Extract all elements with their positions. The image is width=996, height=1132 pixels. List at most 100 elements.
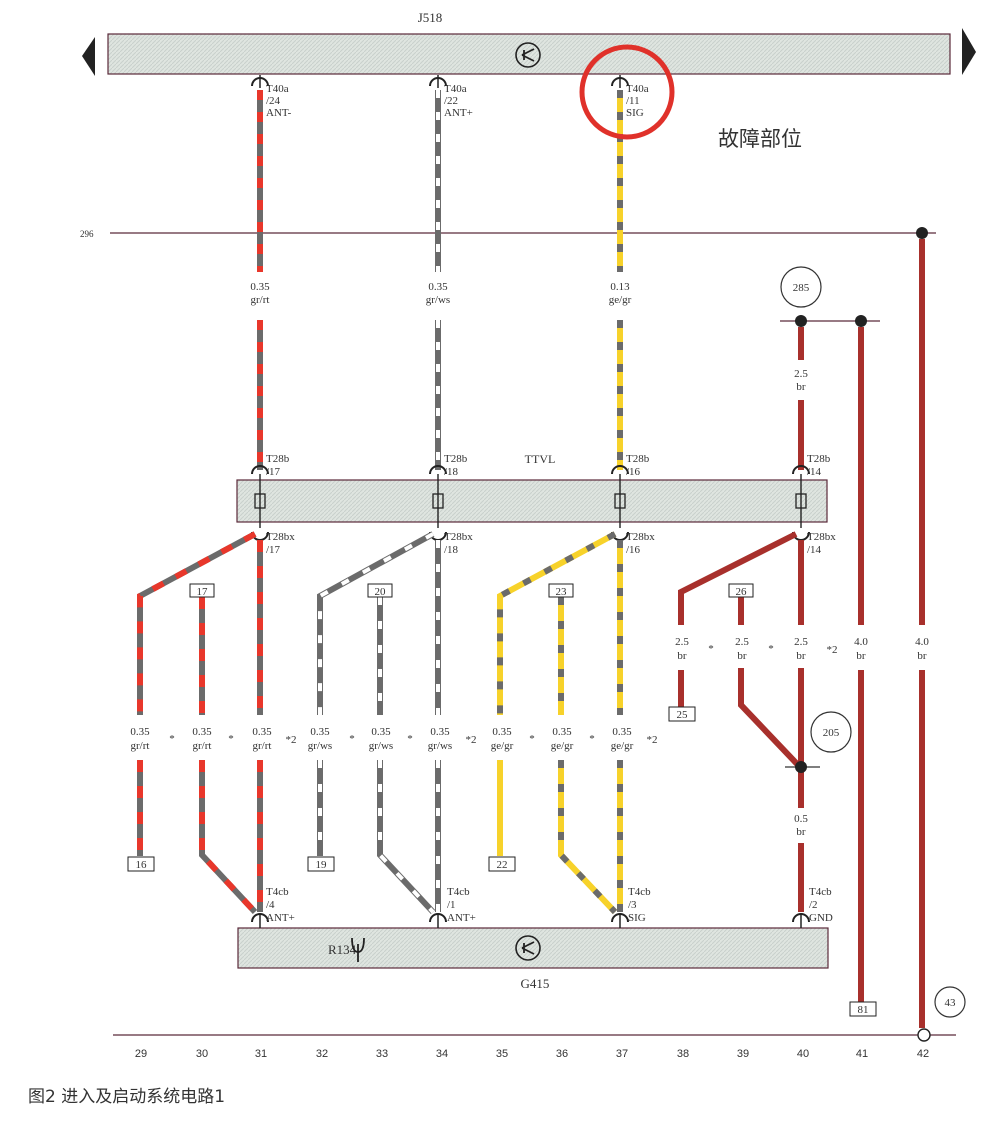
svg-text:*: * (169, 733, 175, 745)
svg-text:gr/ws: gr/ws (426, 294, 450, 306)
svg-text:ANT+: ANT+ (444, 107, 473, 119)
svg-text:0.35: 0.35 (252, 726, 272, 738)
svg-text:br: br (796, 650, 806, 662)
svg-text:br: br (796, 826, 806, 838)
svg-text:*2: *2 (466, 734, 477, 746)
svg-text:*: * (349, 733, 355, 745)
svg-text:34: 34 (436, 1048, 448, 1060)
svg-text:0.35: 0.35 (250, 281, 270, 293)
svg-text:0.35: 0.35 (552, 726, 572, 738)
svg-text:*: * (228, 733, 234, 745)
svg-text:/17: /17 (266, 544, 281, 556)
svg-text:0.35: 0.35 (310, 726, 330, 738)
svg-text:2.5: 2.5 (794, 636, 808, 648)
fault-highlight-circle (579, 44, 675, 140)
svg-text:37: 37 (616, 1048, 628, 1060)
svg-text:br: br (796, 381, 806, 393)
svg-text:T28bx: T28bx (626, 531, 655, 543)
svg-text:gr/rt: gr/rt (131, 740, 150, 752)
svg-text:*2: *2 (647, 734, 658, 746)
svg-text:29: 29 (135, 1048, 147, 1060)
svg-text:TTVL: TTVL (525, 452, 556, 466)
svg-text:*: * (708, 643, 714, 655)
svg-text:/3: /3 (628, 899, 637, 911)
svg-text:T40a: T40a (444, 83, 467, 95)
svg-text:gr/rt: gr/rt (253, 740, 272, 752)
wires-lower-gr-rt (137, 531, 263, 915)
svg-text:ge/gr: ge/gr (611, 740, 634, 752)
svg-text:T28bx: T28bx (807, 531, 836, 543)
svg-text:4.0: 4.0 (915, 636, 929, 648)
svg-text:0.35: 0.35 (192, 726, 212, 738)
column-numbers: 29 30 31 32 33 34 35 36 37 38 39 40 41 4… (135, 1048, 929, 1060)
svg-text:GND: GND (809, 912, 833, 924)
svg-text:T4cb: T4cb (447, 886, 470, 898)
figure-caption: 图2 进入及启动系统电路1 (28, 1087, 226, 1107)
circle-285 (780, 266, 822, 308)
module-j518: J518 (82, 10, 976, 76)
pin-t40a-11: T40a /11 SIG (611, 75, 649, 119)
svg-text:0.35: 0.35 (612, 726, 632, 738)
svg-text:*: * (407, 733, 413, 745)
svg-text:T40a: T40a (266, 83, 289, 95)
wires-lower-ge-gr (497, 531, 623, 915)
svg-text:30: 30 (196, 1048, 208, 1060)
svg-text:40: 40 (797, 1048, 809, 1060)
svg-text:T40a: T40a (626, 83, 649, 95)
svg-text:T28b: T28b (807, 453, 831, 465)
svg-text:0.35: 0.35 (130, 726, 150, 738)
svg-text:/17: /17 (266, 466, 281, 478)
svg-text:ANT+: ANT+ (447, 912, 476, 924)
svg-text:41: 41 (856, 1048, 868, 1060)
pin-t40a-22: T40a /22 ANT+ (429, 75, 473, 119)
svg-text:35: 35 (496, 1048, 508, 1060)
svg-text:ge/gr: ge/gr (609, 294, 632, 306)
svg-text:T28b: T28b (266, 453, 290, 465)
svg-text:39: 39 (737, 1048, 749, 1060)
circle-43 (934, 986, 966, 1018)
antenna-label: R134 (328, 942, 357, 957)
ground-symbol-icon (515, 935, 541, 961)
svg-text:br: br (677, 650, 687, 662)
svg-text:20: 20 (375, 586, 387, 598)
antenna-icon (351, 937, 365, 962)
svg-text:*: * (768, 643, 774, 655)
svg-text:17: 17 (197, 586, 209, 598)
fault-label: 故障部位 (718, 127, 802, 151)
svg-text:0.35: 0.35 (428, 281, 448, 293)
svg-text:br: br (917, 650, 927, 662)
wires-lower-br (678, 531, 820, 912)
module-g415-label: G415 (521, 976, 550, 991)
svg-text:/11: /11 (626, 95, 640, 107)
svg-text:T28bx: T28bx (266, 531, 295, 543)
svg-text:T28b: T28b (626, 453, 650, 465)
circle-205 (810, 711, 852, 753)
svg-text:/22: /22 (444, 95, 458, 107)
svg-text:/18: /18 (444, 544, 459, 556)
ground-symbol-icon (515, 42, 541, 68)
svg-text:16: 16 (136, 859, 148, 871)
svg-text:19: 19 (316, 859, 328, 871)
svg-text:br: br (737, 650, 747, 662)
svg-text:43: 43 (945, 997, 957, 1009)
svg-text:*: * (589, 733, 595, 745)
arrow-right-icon (962, 28, 976, 75)
svg-text:31: 31 (255, 1048, 267, 1060)
svg-text:/2: /2 (809, 899, 818, 911)
svg-text:gr/ws: gr/ws (369, 740, 393, 752)
ref-boxes: 17 20 23 26 16 19 22 25 81 (127, 583, 877, 1017)
svg-text:*: * (529, 733, 535, 745)
svg-text:/16: /16 (626, 466, 641, 478)
svg-text:23: 23 (556, 586, 568, 598)
svg-text:42: 42 (917, 1048, 929, 1060)
arrow-left-icon (82, 37, 95, 76)
pin-t40a-24: T40a /24 ANT- (251, 75, 292, 119)
svg-text:285: 285 (793, 282, 810, 294)
module-ttvl: TTVL (236, 452, 828, 523)
svg-text:/16: /16 (626, 544, 641, 556)
svg-text:0.13: 0.13 (610, 281, 630, 293)
svg-text:2.5: 2.5 (794, 368, 808, 380)
svg-text:36: 36 (556, 1048, 568, 1060)
svg-text:br: br (856, 650, 866, 662)
